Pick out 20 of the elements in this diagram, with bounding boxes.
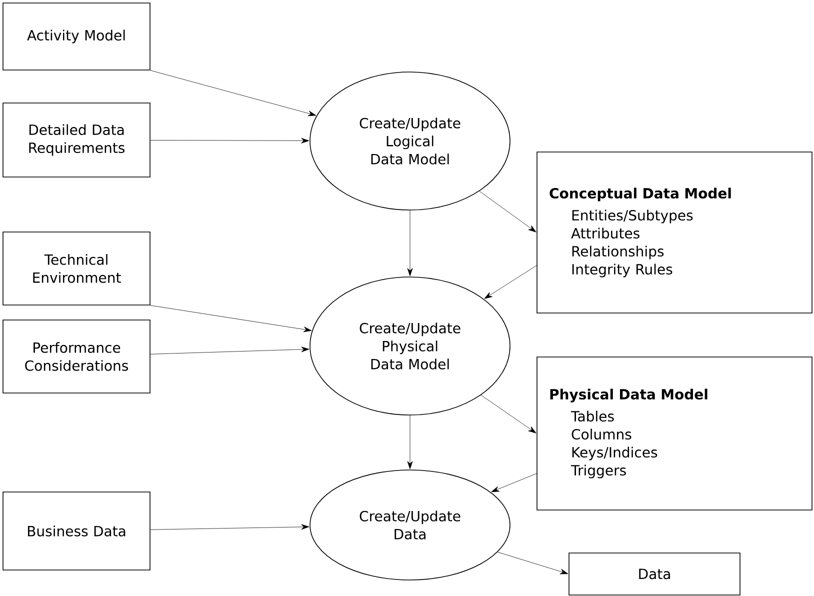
arrow [150, 70, 316, 116]
arrow [407, 210, 413, 276]
process-box: Detailed Data Requirements [2, 102, 150, 178]
arrow [150, 305, 312, 332]
process-box: Data [568, 552, 740, 596]
model-box: Conceptual Data Model Entities/Subtypes Attributes Relationships Integrity Rules [536, 152, 812, 314]
arrow [150, 346, 310, 354]
arrow [480, 394, 536, 434]
process-box: Performance Considerations [2, 320, 150, 394]
arrow [150, 524, 310, 530]
arrow [479, 190, 536, 232]
process-box: Activity Model [2, 2, 150, 70]
arrow [491, 473, 537, 492]
arrow [150, 138, 310, 144]
process-box: Business Data [2, 492, 150, 570]
model-box: Physical Data Model Tables Columns Keys/Indices Triggers [536, 356, 812, 510]
arrow [407, 415, 413, 470]
arrow [497, 552, 568, 574]
process-box: Technical Environment [2, 232, 150, 306]
arrow [484, 265, 537, 299]
